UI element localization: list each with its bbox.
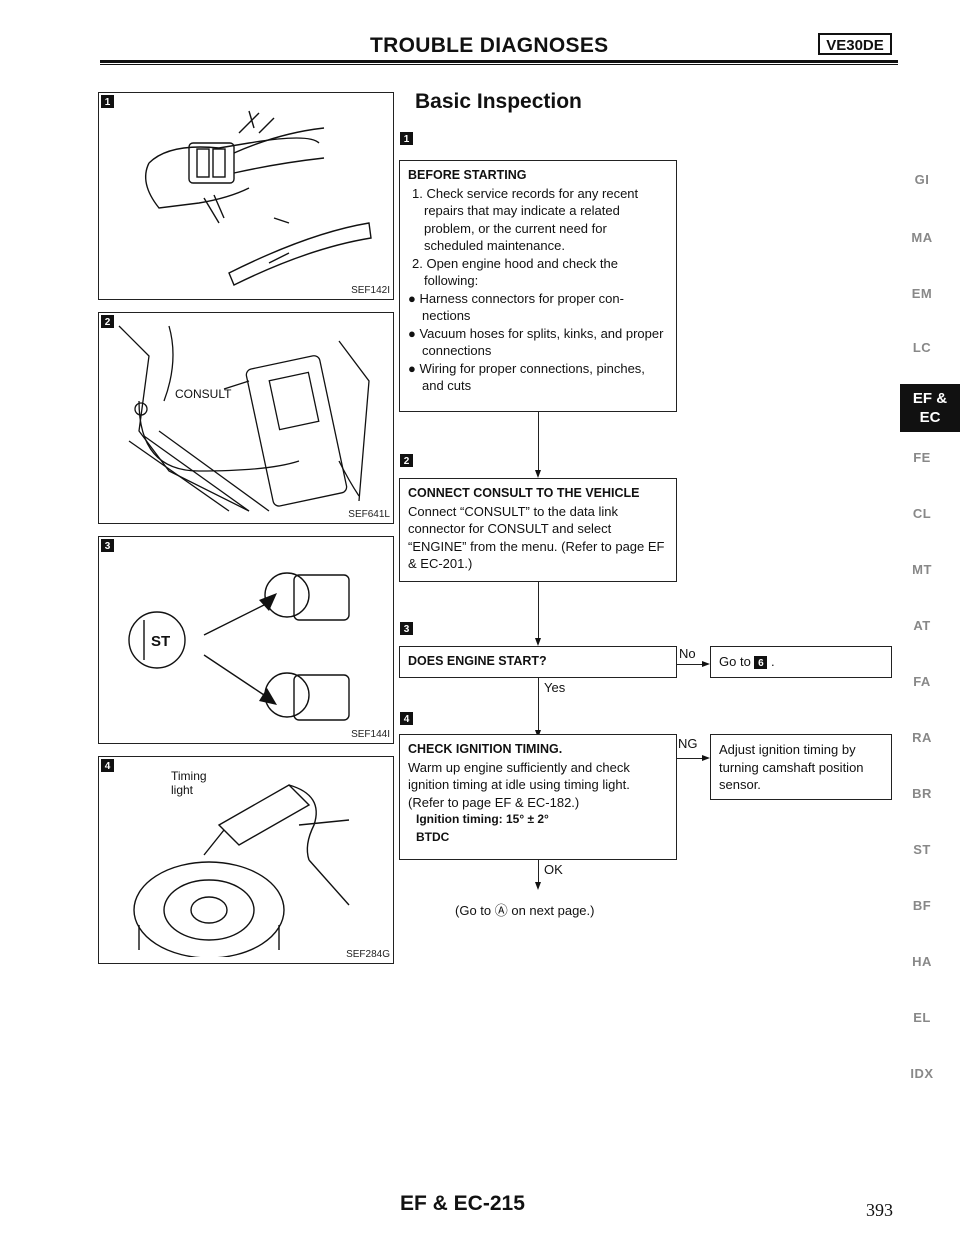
flow-line <box>538 412 539 472</box>
side-nav-br[interactable]: BR <box>912 786 932 801</box>
step-marker-1: 1 <box>400 132 413 145</box>
timing-light-illustration <box>133 784 350 957</box>
ng-line <box>677 758 704 759</box>
step3-title: DOES ENGINE START? <box>408 654 547 668</box>
adjust-text: Adjust ignition timing by turning camsha… <box>719 742 864 792</box>
side-nav-em[interactable]: EM <box>911 286 933 301</box>
ignition-spec: Ignition timing: 15° ± 2° <box>416 812 549 826</box>
start-illustration <box>128 572 350 721</box>
connector-illustration <box>145 110 372 286</box>
flow-line <box>538 582 539 640</box>
step1-title: BEFORE STARTING <box>408 168 527 182</box>
figure-2: 2 CONSULT SEF641L <box>98 312 394 524</box>
figure-code: SEF142I <box>351 285 390 296</box>
yes-label: Yes <box>544 680 566 695</box>
side-nav-bf[interactable]: BF <box>912 898 932 913</box>
figure-marker-3: 3 <box>101 539 114 552</box>
step2-box: CONNECT CONSULT TO THE VEHICLE Connect “… <box>399 478 677 582</box>
page-number: 393 <box>866 1200 893 1220</box>
step-marker-3: 3 <box>400 622 413 635</box>
step-marker-4: 4 <box>400 712 413 725</box>
side-nav-gi[interactable]: GI <box>914 172 930 187</box>
page-title: TROUBLE DIAGNOSES <box>370 34 609 57</box>
side-nav-at[interactable]: AT <box>913 618 931 633</box>
figure-1: 1 SEF142I <box>98 92 394 300</box>
bullet-text: Wiring for proper connections, pinches, … <box>419 360 645 394</box>
step1-bullet: ● Wiring for proper connections, pinches… <box>408 360 645 394</box>
ng-label: NG <box>678 736 698 751</box>
side-nav-ha[interactable]: HA <box>912 954 932 969</box>
bullet-text: Harness connectors for proper con-nectio… <box>419 290 624 324</box>
side-nav-mt[interactable]: MT <box>912 562 932 577</box>
side-nav-cl[interactable]: CL <box>912 506 932 521</box>
no-label: No <box>679 646 696 661</box>
side-nav-ef-ec[interactable]: EF & EC <box>900 384 960 432</box>
bullet-text: Vacuum hoses for splits, kinks, and prop… <box>419 325 664 359</box>
side-nav-ra[interactable]: RA <box>912 730 932 745</box>
flow-arrow <box>535 882 541 890</box>
engine-badge: VE30DE <box>818 33 892 55</box>
step1-box: BEFORE STARTING 1. Check service records… <box>399 160 677 412</box>
side-nav-el[interactable]: EL <box>913 1010 931 1025</box>
figure-code: SEF144I <box>351 729 390 740</box>
step1-bullet: ● Harness connectors for proper con-nect… <box>408 290 624 324</box>
side-nav-ef-ec-label: EF & EC <box>912 390 948 426</box>
side-nav-st[interactable]: ST <box>913 842 931 857</box>
flow-line <box>538 678 539 732</box>
ng-arrow <box>702 755 710 761</box>
no-line <box>677 664 704 665</box>
flow-arrow <box>535 638 541 646</box>
step1-item: 1. Check service records for any recent … <box>412 185 639 254</box>
goto-6-box: Go to 6 . <box>710 646 892 678</box>
ignition-key-label: ST <box>151 633 171 650</box>
step-marker-2: 2 <box>400 454 413 467</box>
step1-bullet: ● Vacuum hoses for splits, kinks, and pr… <box>408 325 664 359</box>
figure-marker-1: 1 <box>101 95 114 108</box>
figure-code: SEF641L <box>348 509 390 520</box>
goto-marker: 6 <box>754 656 768 670</box>
ok-label: OK <box>544 862 563 877</box>
consult-illustration <box>118 325 370 512</box>
figure-4: 4 Timing light SEF284G <box>98 756 394 964</box>
footer-page-code: EF & EC-215 <box>400 1192 525 1215</box>
step2-body: Connect “CONSULT” to the data link conne… <box>408 503 665 572</box>
side-nav-idx[interactable]: IDX <box>910 1066 934 1081</box>
figure-3: 3 ST SEF144I <box>98 536 394 744</box>
figure-marker-2: 2 <box>101 315 114 328</box>
side-nav-fe[interactable]: FE <box>913 450 931 465</box>
header-rule <box>100 60 898 63</box>
goto-text: Go to <box>719 654 751 669</box>
flow-arrow <box>535 470 541 478</box>
step2-title: CONNECT CONSULT TO THE VEHICLE <box>408 486 640 500</box>
step4-box: CHECK IGNITION TIMING. Warm up engine su… <box>399 734 677 860</box>
figure-code: SEF284G <box>346 949 390 960</box>
next-page-note: (Go to Ⓐ on next page.) <box>455 903 595 918</box>
step1-item: 2. Open engine hood and check the follow… <box>412 255 618 289</box>
ignition-spec-btdc: BTDC <box>416 829 450 844</box>
timing-light-label: Timing light <box>171 769 207 797</box>
adjust-timing-box: Adjust ignition timing by turning camsha… <box>710 734 892 800</box>
section-title: Basic Inspection <box>415 90 582 113</box>
flow-line <box>538 860 539 884</box>
no-arrow <box>702 661 710 667</box>
figure-marker-4: 4 <box>101 759 114 772</box>
consult-label: CONSULT <box>175 387 232 401</box>
side-nav-ma[interactable]: MA <box>911 230 933 245</box>
side-nav-lc[interactable]: LC <box>912 340 932 355</box>
side-nav-fa[interactable]: FA <box>913 674 931 689</box>
step3-box: DOES ENGINE START? <box>399 646 677 678</box>
header-rule-thin <box>100 64 898 65</box>
step4-body: Warm up engine sufficiently and check ig… <box>408 759 630 810</box>
step4-title: CHECK IGNITION TIMING. <box>408 742 563 756</box>
